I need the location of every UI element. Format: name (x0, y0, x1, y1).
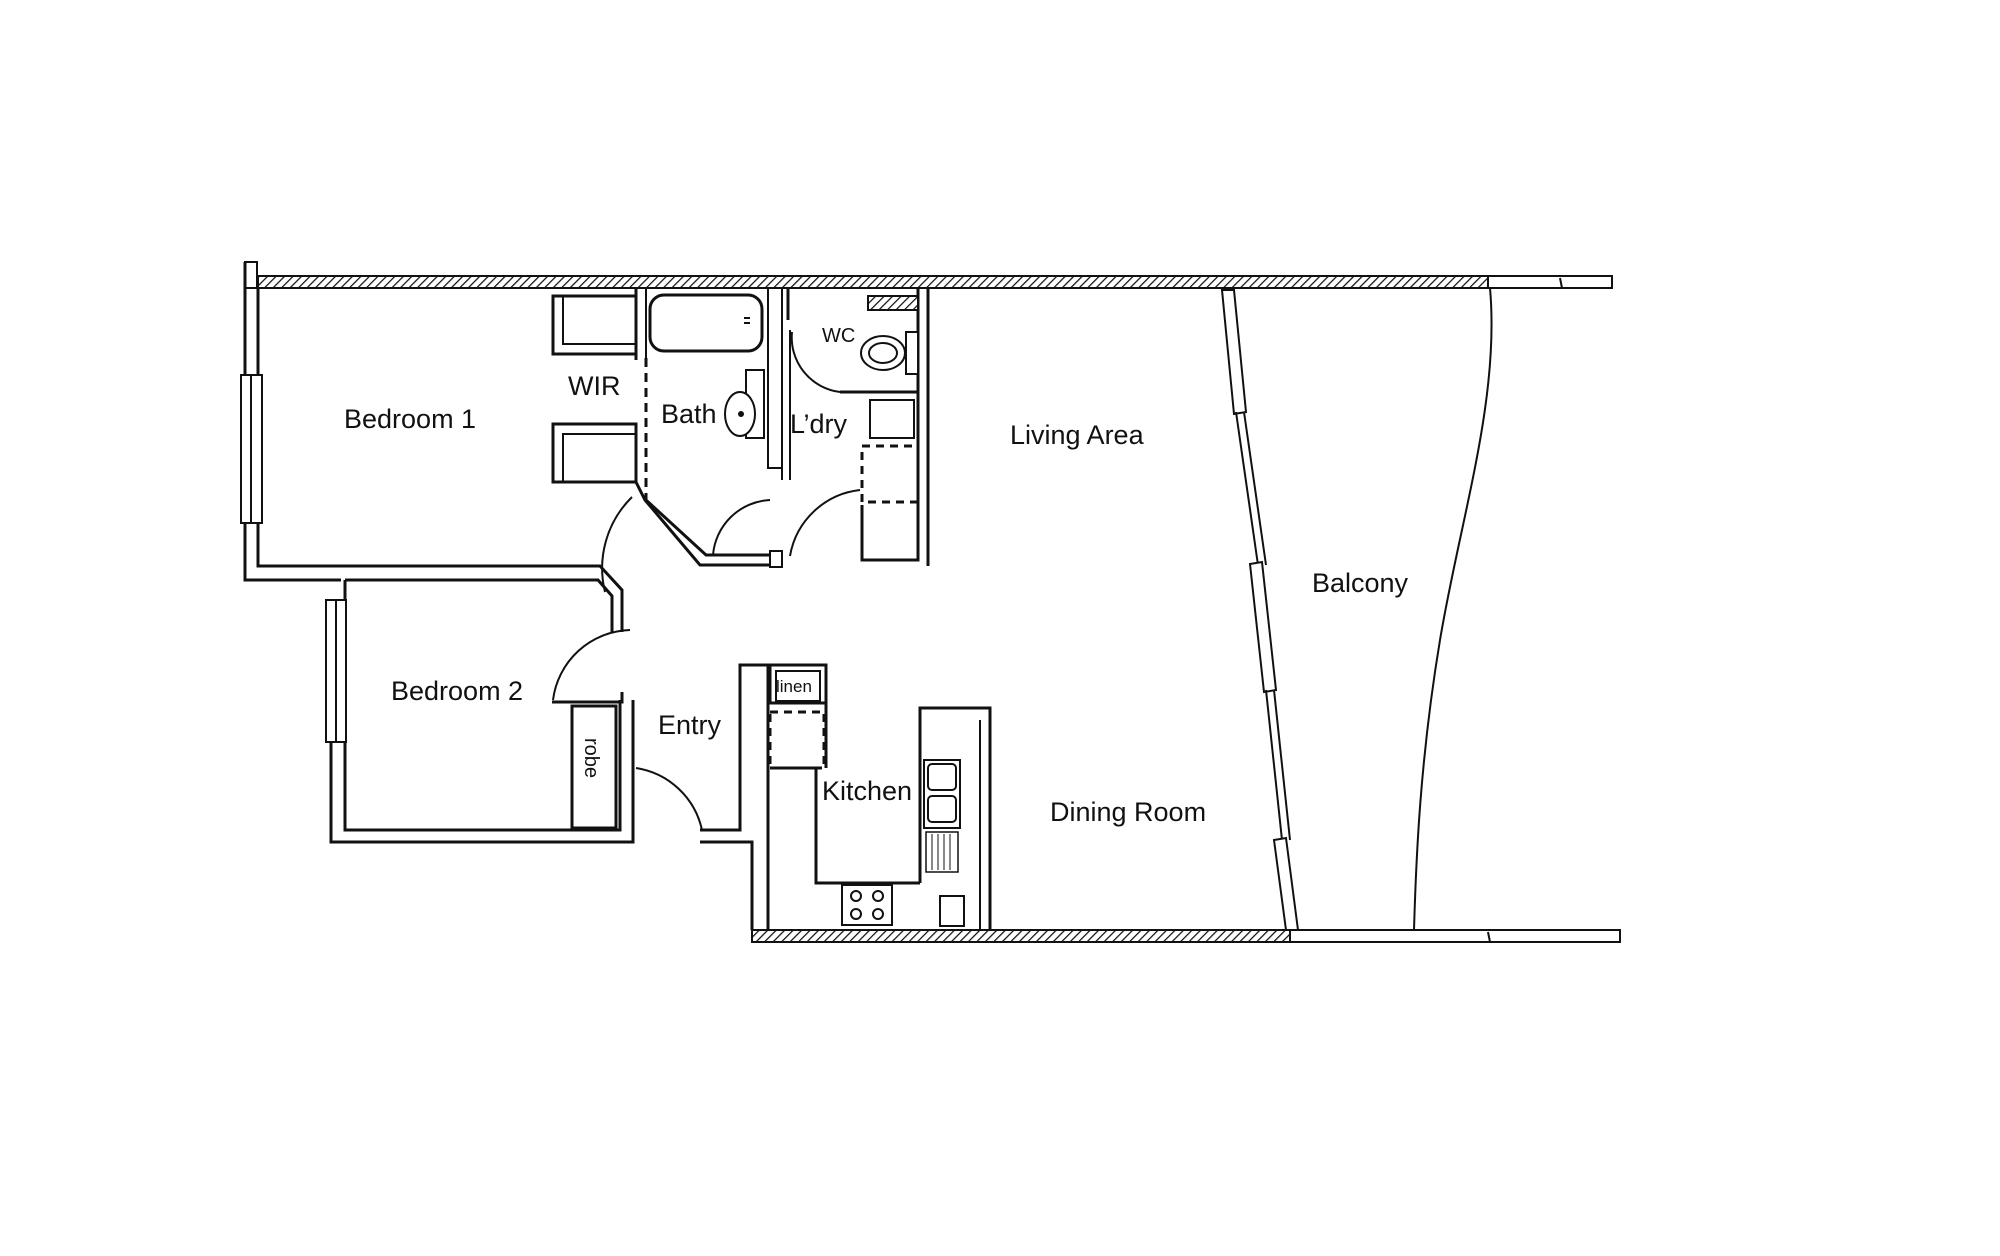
room-labels: Bedroom 1 WIR Bath L’dry WC Living Area … (344, 325, 1409, 827)
bottom-external-wall (751, 929, 1621, 943)
sliding-doors (1220, 289, 1300, 931)
doors (552, 489, 861, 831)
label-wc: WC (822, 325, 855, 347)
label-bedroom-2: Bedroom 2 (391, 676, 523, 706)
balcony-edge (1413, 277, 1563, 943)
label-bath: Bath (661, 399, 717, 429)
bathroom (634, 287, 791, 567)
label-kitchen: Kitchen (822, 776, 912, 806)
top-external-wall (244, 261, 1613, 289)
label-laundry: L’dry (790, 409, 848, 439)
label-entry: Entry (658, 710, 722, 740)
label-balcony: Balcony (1312, 568, 1409, 598)
perimeter-walls (240, 262, 770, 930)
kitchen (768, 663, 992, 930)
label-dining-room: Dining Room (1050, 797, 1206, 827)
label-bedroom-1: Bedroom 1 (344, 404, 476, 434)
laundry-wc (769, 288, 930, 568)
label-robe: robe (580, 738, 602, 778)
label-linen: linen (776, 677, 812, 696)
label-living-area: Living Area (1010, 420, 1145, 450)
label-wir: WIR (568, 371, 620, 401)
drainer (925, 831, 959, 873)
